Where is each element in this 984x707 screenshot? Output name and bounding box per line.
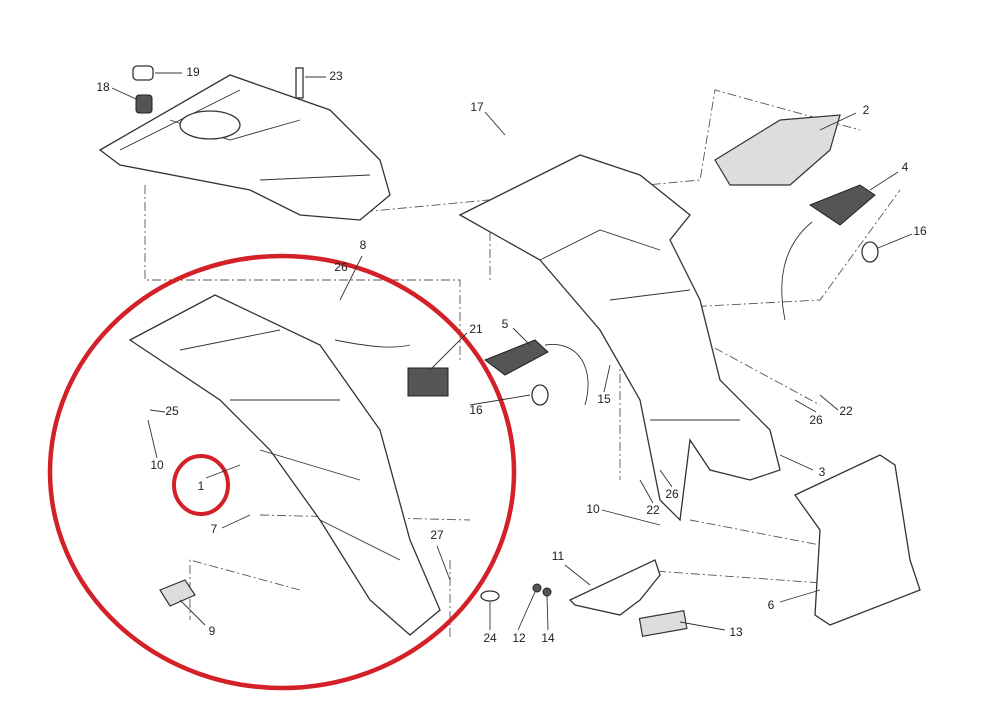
rear-mudguard [128,294,441,636]
part-label-13: 13 [729,625,743,639]
grommet-part [132,65,154,114]
cable-part [334,339,411,348]
reflector-part [638,610,688,637]
part-labels: 18 19 23 17 2 4 16 8 26 21 5 15 16 25 10… [96,65,927,645]
part-label-4: 4 [902,160,909,174]
tail-housing [458,154,781,522]
part-label-23: 23 [329,69,343,83]
bulb-right-part [861,241,879,263]
part-label-11: 11 [552,549,565,563]
part-label-19: 19 [186,65,200,79]
part-label-6: 6 [768,598,775,612]
cover-part [159,579,196,607]
part-label-16b: 16 [469,403,483,417]
seat-plate [98,74,391,221]
leader-lines [111,72,913,631]
part-label-10: 10 [150,458,164,472]
turn-signal-left-part [483,339,549,376]
plate-light-bracket [568,559,661,616]
part-label-8: 8 [360,238,367,252]
bulb-left-part [531,384,549,406]
highlight-circle [47,253,517,691]
part-label-12: 12 [512,631,526,645]
license-plate-bracket [794,454,921,626]
part-label-27: 27 [430,528,444,542]
part-label-9: 9 [209,624,216,638]
part-label-2: 2 [863,103,870,117]
part-label-24: 24 [483,631,497,645]
part-label-22: 22 [839,404,853,418]
part-label-5: 5 [502,317,509,331]
part-label-21: 21 [469,322,483,336]
part-label-10b: 10 [586,502,600,516]
part-label-26c: 26 [665,487,679,501]
tail-light-part [714,114,841,186]
part-label-7: 7 [211,522,218,536]
part-label-25: 25 [165,404,179,418]
relay-part [407,367,449,397]
part-label-1: 1 [198,479,205,493]
part-label-15: 15 [597,392,611,406]
part-label-3: 3 [819,465,826,479]
part-label-16: 16 [913,224,927,238]
part-label-14: 14 [541,631,555,645]
highlight-part-1-circle [172,454,230,516]
part-label-17: 17 [470,100,484,114]
turn-signal-right-part [808,184,876,226]
screw-part [295,67,304,99]
part-label-26: 26 [334,260,348,274]
part-label-18: 18 [96,80,110,94]
part-label-26b: 26 [809,413,823,427]
part-label-22b: 22 [646,503,660,517]
